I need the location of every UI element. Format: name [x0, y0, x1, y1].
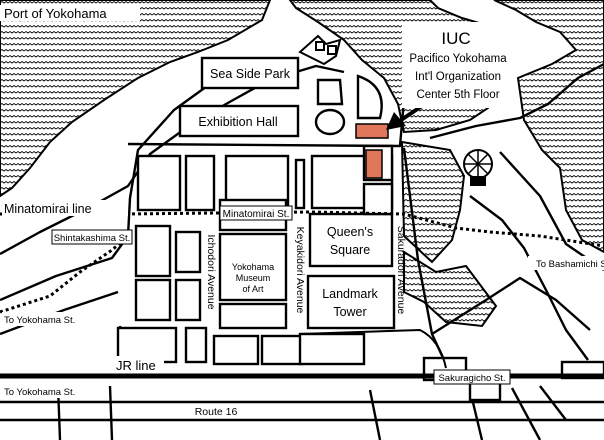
city-blocks	[116, 56, 604, 402]
block-exhibition-hall	[178, 104, 300, 138]
minatomirai-station-box	[219, 205, 293, 221]
sakuragicho-station-label: Sakuragicho St.	[438, 373, 505, 384]
landmark-tower-label-2: Tower	[333, 305, 366, 319]
block-b4	[174, 278, 202, 322]
block-b1	[134, 224, 172, 278]
jr-line-label: JR line	[116, 358, 156, 373]
block-landmark-tower	[306, 274, 396, 330]
sakuragicho-track	[299, 328, 447, 369]
block-c3	[218, 302, 288, 330]
block-b3	[134, 278, 172, 322]
block-d1	[298, 332, 366, 366]
landmark-tower-label-1: Landmark	[322, 287, 378, 301]
venue-line-3: Center 5th Floor	[416, 89, 499, 101]
yokohama-direction-upper: To Yokohama St.	[4, 315, 75, 326]
yokohama-direction-lower: To Yokohama St.	[4, 387, 75, 398]
minatomirai-station-label: Minatomirai St.	[223, 209, 290, 220]
venue-line-1: Pacifico Yokohama	[409, 53, 507, 65]
block-sea-side-park	[200, 56, 300, 90]
national-convention-hall	[314, 108, 346, 136]
shintakashima-station-box	[51, 229, 133, 245]
port-label: Port of Yokohama	[4, 6, 107, 21]
block-a1	[136, 154, 182, 212]
branch-line-track	[0, 236, 127, 314]
minatomirai-line-label: Minatomirai line	[4, 202, 92, 216]
venue-marker-small	[365, 149, 383, 179]
museum-label-3: of Art	[242, 284, 264, 294]
ferris-wheel-icon	[463, 149, 493, 186]
pier	[298, 34, 342, 66]
keyakidori-avenue-label: Keyakidori Avenue	[294, 227, 306, 314]
water-canal-east	[400, 140, 466, 264]
block-c4	[212, 334, 260, 366]
venue-title: IUC	[441, 29, 470, 48]
queens-square-label-1: Queen's	[327, 225, 373, 239]
pacifico-complex	[314, 74, 383, 136]
museum-label-2: Museum	[236, 273, 271, 283]
block-c2	[218, 232, 288, 302]
block-b6	[184, 326, 208, 364]
sakuradori-avenue-label: Sakuradori Avenue	[395, 226, 407, 315]
water-bay-northeast	[493, 0, 604, 254]
block-queens-square	[308, 212, 394, 268]
block-b2	[174, 230, 202, 274]
block-a4	[294, 158, 306, 210]
queens-square-label-2: Square	[330, 243, 370, 257]
map-labels: Port of Yokohama IUC Pacifico Yokohama I…	[0, 5, 604, 418]
block-f2	[362, 182, 394, 216]
route16-label: Route 16	[195, 406, 238, 418]
museum-label-1: Yokohama	[232, 262, 274, 272]
sakuragicho-station-box	[433, 369, 511, 385]
ichodori-avenue-label: Ichodori Avenue	[205, 234, 217, 309]
block-c5	[260, 334, 304, 366]
venue-line-2: Int'l Organization	[415, 71, 501, 83]
bashamichi-direction-label: To Bashamichi St.	[536, 259, 604, 270]
exhibition-hall-label: Exhibition Hall	[198, 115, 277, 129]
venue-arrow	[386, 104, 424, 130]
hotel-shape	[356, 74, 383, 120]
sea-side-park-label: Sea Side Park	[210, 67, 291, 81]
shintakashima-station-label: Shintakashima St.	[54, 233, 131, 244]
block-a2	[184, 154, 216, 212]
water-port-northwest	[0, 0, 272, 198]
venue-marker	[355, 123, 389, 139]
